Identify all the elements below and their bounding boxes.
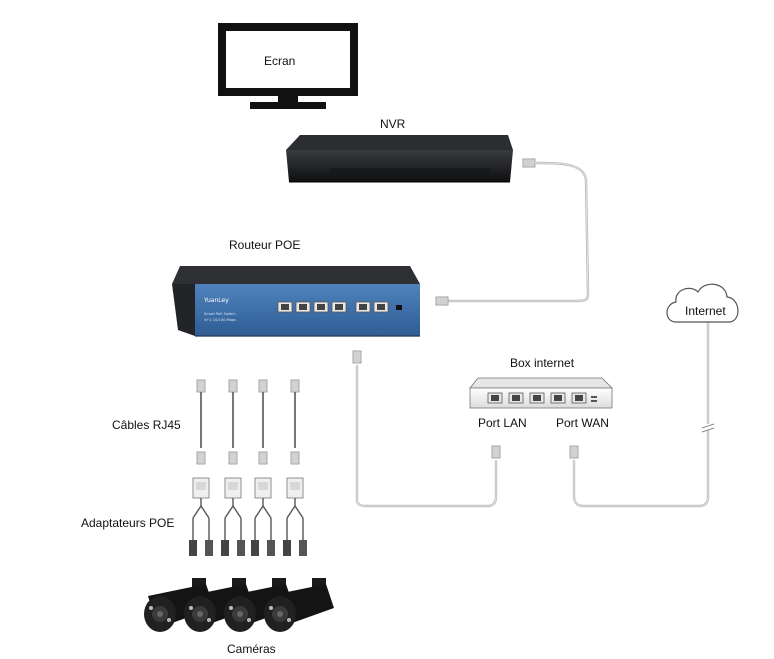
rj45-cable-icon — [290, 379, 300, 465]
cable-router-box — [352, 350, 501, 508]
router-brand: YuanLey — [203, 297, 229, 304]
screen-label: Ecran — [264, 54, 296, 68]
internet-label: Internet — [685, 304, 726, 318]
adapters-label: Adaptateurs POE — [81, 516, 175, 530]
router-print-line1: Smart PoE Switch — [204, 312, 236, 316]
port-wan-label: Port WAN — [556, 416, 609, 430]
camera-icon — [264, 578, 334, 632]
camera-icon — [224, 578, 294, 632]
poe-adapter-icon — [251, 477, 275, 556]
poe-router-icon: YuanLey Smart PoE Switch 4+2 10/100 Mbps — [172, 266, 420, 337]
router-print-line2: 4+2 10/100 Mbps — [204, 318, 236, 322]
rj45-plug-icon — [491, 445, 501, 459]
cable-break-icon — [701, 423, 715, 433]
port-lan-label: Port LAN — [478, 416, 527, 430]
internet-cloud-icon — [666, 283, 739, 323]
poe-adapters-group — [189, 477, 307, 556]
rj45-cable-icon — [258, 379, 268, 465]
rj45-plug-icon — [522, 158, 536, 168]
monitor-icon — [218, 23, 358, 109]
cable-nvr-router — [435, 158, 590, 306]
rj45-cable-icon — [196, 379, 206, 465]
rj45-plug-icon — [569, 445, 579, 459]
router-label: Routeur POE — [229, 238, 301, 252]
box-label: Box internet — [510, 356, 575, 370]
poe-adapter-icon — [189, 477, 213, 556]
cameras-group — [144, 578, 334, 632]
cameras-label: Caméras — [227, 642, 276, 656]
cables-label: Câbles RJ45 — [112, 418, 181, 432]
rj45-cable-icon — [228, 379, 238, 465]
nvr-device-icon — [286, 135, 513, 183]
rj45-cables-group — [196, 379, 300, 465]
internet-box-icon — [469, 377, 613, 409]
poe-adapter-icon — [221, 477, 245, 556]
rj45-plug-icon — [435, 296, 449, 306]
nvr-label: NVR — [380, 117, 406, 131]
poe-adapter-icon — [283, 477, 307, 556]
rj45-plug-icon — [352, 350, 362, 364]
cable-box-internet — [569, 322, 715, 508]
